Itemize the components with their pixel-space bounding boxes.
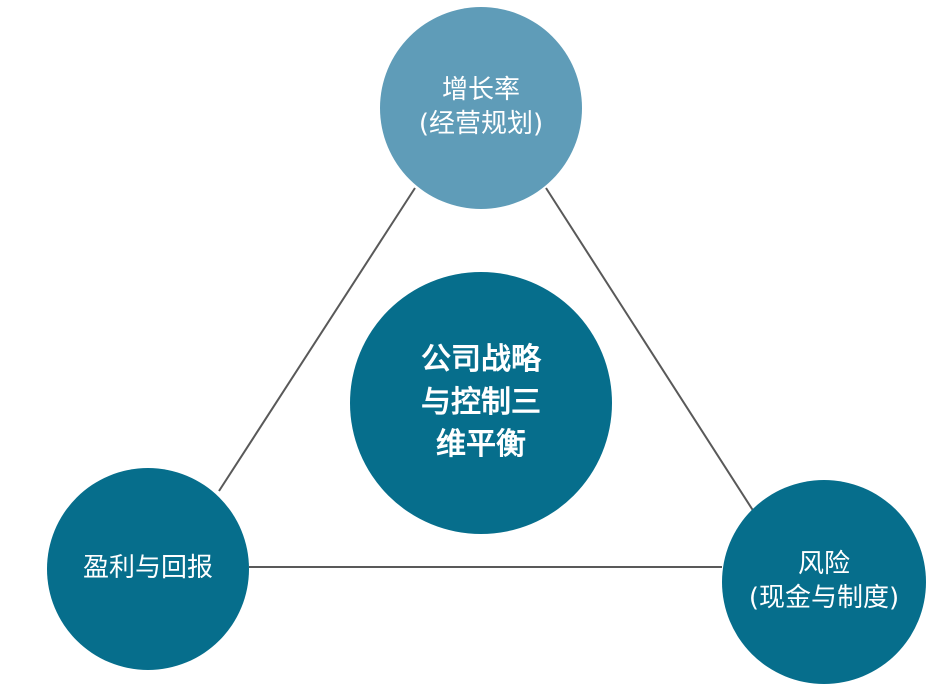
node-center-line-1: 公司战略 [421,342,541,378]
node-profit-return-title: 盈利与回报 [82,553,213,584]
node-growth-rate-title: 增长率 [441,75,520,106]
node-center-strategy: 公司战略 与控制三 维平衡 [350,272,612,534]
node-risk-subtitle: (现金与制度) [748,583,900,613]
node-risk: 风险 (现金与制度) [722,480,926,684]
node-center-line-3: 维平衡 [436,427,526,463]
connector-top-right [545,187,755,513]
node-growth-rate: 增长率 (经营规划) [380,7,582,209]
node-growth-rate-subtitle: (经营规划) [418,109,544,139]
node-center-line-2: 与控制三 [421,384,541,420]
connector-top-left [218,187,416,492]
node-risk-title: 风险 [797,549,850,580]
node-profit-return: 盈利与回报 [47,468,249,670]
